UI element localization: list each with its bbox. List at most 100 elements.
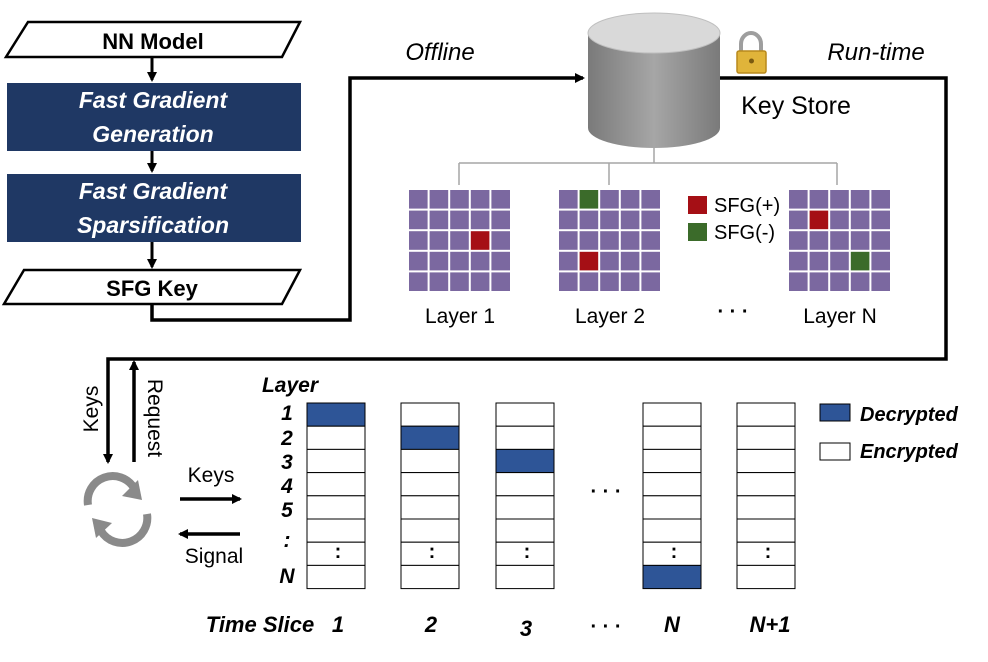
column-ellipsis: : xyxy=(335,541,342,563)
grid-cell xyxy=(600,190,619,209)
offline-label: Offline xyxy=(405,39,474,66)
lock-icon xyxy=(736,31,767,74)
grid-cell xyxy=(641,251,660,271)
grid-cell xyxy=(871,231,890,250)
grid-cell xyxy=(789,231,808,250)
legend-decrypted-swatch xyxy=(819,403,851,422)
encrypted-cell xyxy=(495,518,555,543)
grid-cell xyxy=(641,210,660,230)
grid-cell xyxy=(429,251,449,271)
timeline-dots-bottom: · · · xyxy=(590,616,621,638)
encrypted-cell xyxy=(642,472,702,497)
grid-cell xyxy=(871,251,890,271)
grid-cell xyxy=(871,272,890,291)
timeline-columns: :1:2:3:N:N+1 xyxy=(306,402,796,641)
key-grid-3: Layer N xyxy=(789,190,890,328)
time-slice-column-4: :N xyxy=(642,402,702,637)
encrypted-cell xyxy=(306,425,366,450)
encrypted-cell xyxy=(642,518,702,543)
encrypted-cell xyxy=(400,564,460,590)
keys-vertical-label: Keys xyxy=(80,386,103,433)
key-grids-dots: · · · xyxy=(717,301,748,323)
grid-cell xyxy=(850,210,870,230)
time-slice-column-2: :2 xyxy=(400,402,460,637)
key-grid-label: Layer 1 xyxy=(425,305,495,328)
grid-cell xyxy=(429,272,449,291)
time-slice-label: N xyxy=(664,612,681,637)
timeline-row-label: 3 xyxy=(281,451,293,474)
grid-cell xyxy=(809,251,829,271)
grid-cell xyxy=(579,210,599,230)
grid-cell-plus xyxy=(809,210,829,230)
encrypted-cell xyxy=(736,472,796,497)
time-slice-label: 2 xyxy=(424,612,438,637)
encrypted-cell xyxy=(400,495,460,520)
encrypted-cell xyxy=(306,495,366,520)
encrypted-cell xyxy=(736,564,796,590)
decrypted-cell xyxy=(400,425,460,450)
grid-cell xyxy=(491,272,510,291)
decrypted-cell xyxy=(642,564,702,590)
grid-cell xyxy=(450,251,469,271)
encrypted-cell xyxy=(642,448,702,474)
decrypted-cell xyxy=(495,448,555,474)
encrypted-cell xyxy=(642,402,702,427)
fast-gradient-sparsification-line2: Sparsification xyxy=(77,212,229,238)
grid-cell xyxy=(559,210,578,230)
encrypted-cell xyxy=(400,448,460,474)
grid-cell xyxy=(409,190,428,209)
grid-cell xyxy=(620,251,640,271)
runtime-connector xyxy=(103,76,948,464)
grid-cell xyxy=(809,231,829,250)
signal-label: Signal xyxy=(185,545,243,568)
key-store-cylinder xyxy=(587,12,721,148)
sfg-key-label: SFG Key xyxy=(106,276,198,301)
grid-cell xyxy=(429,190,449,209)
grid-cell xyxy=(850,231,870,250)
grid-cell xyxy=(579,231,599,250)
legend-sfg-plus-label: SFG(+) xyxy=(714,195,780,217)
grid-cell xyxy=(579,272,599,291)
encrypted-cell xyxy=(306,518,366,543)
grid-cell xyxy=(789,251,808,271)
key-store-label: Key Store xyxy=(741,92,851,120)
legend-decrypted-label: Decrypted xyxy=(860,404,959,426)
grid-cell xyxy=(559,190,578,209)
grid-cell xyxy=(491,210,510,230)
timeline-row-label: 1 xyxy=(281,402,293,425)
nn-model-box xyxy=(3,20,303,59)
grid-cell xyxy=(830,272,849,291)
encrypted-cell xyxy=(736,495,796,520)
time-slice-column-5: :N+1 xyxy=(736,402,796,637)
grid-cell xyxy=(600,210,619,230)
timeline-row-label: 5 xyxy=(281,499,293,522)
grid-cell xyxy=(429,231,449,250)
time-slice-column-1: :1 xyxy=(306,402,366,637)
encrypted-cell xyxy=(736,402,796,427)
offline-connector xyxy=(150,73,585,322)
fast-gradient-generation-line2: Generation xyxy=(92,121,213,147)
grid-cell xyxy=(850,190,870,209)
column-ellipsis: : xyxy=(671,541,678,563)
encrypted-cell xyxy=(495,564,555,590)
grid-cell xyxy=(620,231,640,250)
encrypted-cell xyxy=(400,472,460,497)
grid-cell xyxy=(641,272,660,291)
grid-cell xyxy=(871,190,890,209)
encrypted-cell xyxy=(642,495,702,520)
grid-cell xyxy=(409,231,428,250)
grid-cell xyxy=(450,231,469,250)
grid-cell xyxy=(450,190,469,209)
grid-cell xyxy=(809,190,829,209)
grid-cell xyxy=(491,190,510,209)
timeline-row-label: N xyxy=(279,565,295,588)
grid-cell xyxy=(470,251,490,271)
time-slice-label: N+1 xyxy=(750,612,791,637)
grid-cell xyxy=(830,231,849,250)
encrypted-cell xyxy=(495,495,555,520)
encrypted-cell xyxy=(495,472,555,497)
refresh-icon xyxy=(83,472,152,547)
grid-cell xyxy=(600,272,619,291)
grid-cell-minus xyxy=(579,190,599,209)
